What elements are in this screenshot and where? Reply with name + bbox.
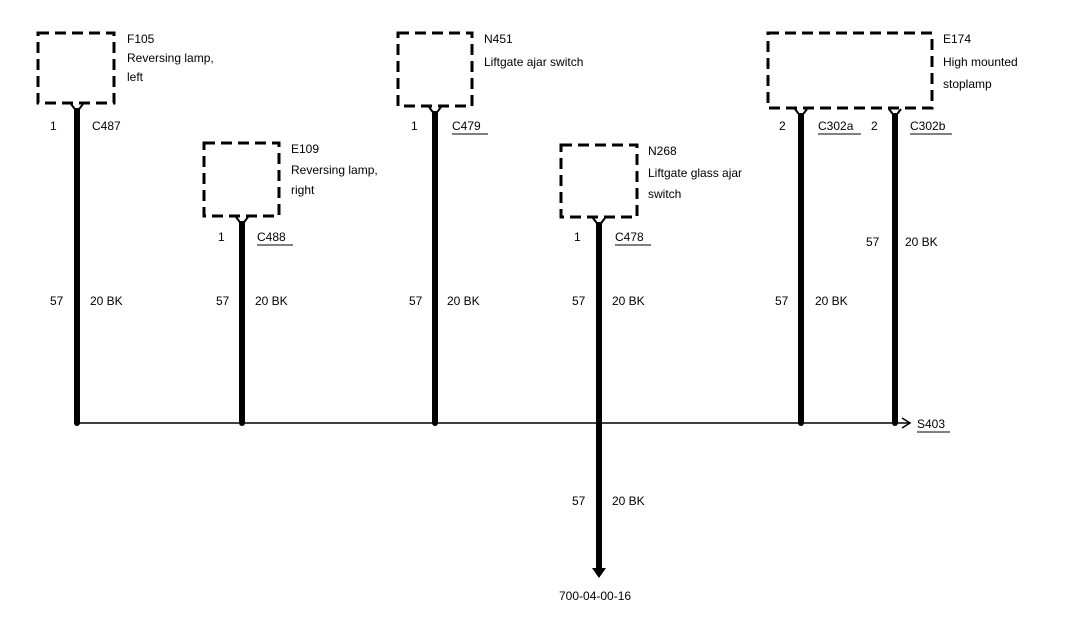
splice-label: S403 (917, 417, 945, 431)
circuit-c478: 57 (572, 294, 586, 308)
component-box-f105 (36, 31, 116, 105)
component-name-e109-line2: right (291, 183, 315, 197)
figure-code: 700-04-00-16 (559, 589, 631, 603)
circuit-c302b: 57 (866, 235, 880, 249)
splice-dot-c302b (892, 420, 898, 426)
gauge-color-c302a: 20 BK (815, 294, 848, 308)
component-id-e109: E109 (291, 142, 319, 156)
component-name-f105-line2: left (127, 70, 144, 84)
connector-c479: C479 (452, 119, 481, 133)
component-id-n451: N451 (484, 32, 513, 46)
component-name-n451-line1: Liftgate ajar switch (484, 55, 583, 69)
component-name-n268-line2: switch (648, 187, 681, 201)
connector-c487: C487 (92, 119, 121, 133)
connector-c302a: C302a (818, 119, 854, 133)
pin-c487: 1 (50, 119, 57, 133)
connector-arrow-c488 (235, 216, 249, 227)
connector-c488: C488 (257, 230, 286, 244)
component-name-e109-line1: Reversing lamp, (291, 163, 378, 177)
component-id-f105: F105 (127, 32, 155, 46)
splice-bus-arrow (901, 417, 912, 429)
connector-arrow-c479 (428, 106, 442, 117)
splice-dot-c487 (74, 420, 80, 426)
gauge-color-c487: 20 BK (90, 294, 123, 308)
circuit-c302a: 57 (775, 294, 789, 308)
gauge-color-c479: 20 BK (447, 294, 480, 308)
gauge-color-c478: 20 BK (612, 294, 645, 308)
component-id-e174: E174 (943, 32, 971, 46)
gauge-color-output: 20 BK (612, 494, 645, 508)
connector-c302b: C302b (910, 119, 946, 133)
circuit-c488: 57 (216, 294, 230, 308)
component-box-n268 (559, 143, 639, 219)
output-arrow (592, 568, 606, 578)
connector-arrow-c478 (592, 217, 606, 228)
splice-dot-c488 (239, 420, 245, 426)
pin-c302b: 2 (871, 119, 878, 133)
connector-arrow-c302a (794, 108, 808, 119)
component-name-e174-line1: High mounted (943, 55, 1018, 69)
component-box-e109 (202, 141, 281, 218)
circuit-c479: 57 (409, 294, 423, 308)
circuit-output: 57 (572, 494, 586, 508)
circuit-c487: 57 (50, 294, 64, 308)
splice-dot-c479 (432, 420, 438, 426)
gauge-color-c302b: 20 BK (905, 235, 938, 249)
pin-c302a: 2 (779, 119, 786, 133)
connector-arrow-c487 (70, 103, 84, 114)
connector-arrow-c302b (888, 108, 902, 119)
component-name-n268-line1: Liftgate glass ajar (648, 166, 742, 180)
component-box-n451 (396, 31, 474, 108)
gauge-color-c488: 20 BK (255, 294, 288, 308)
component-box-e174 (766, 31, 934, 110)
pin-c479: 1 (411, 119, 418, 133)
component-name-e174-line2: stoplamp (943, 77, 992, 91)
splice-dot-c302a (798, 420, 804, 426)
component-id-n268: N268 (648, 144, 677, 158)
pin-c478: 1 (574, 230, 581, 244)
pin-c488: 1 (218, 230, 225, 244)
connector-c478: C478 (615, 230, 644, 244)
component-name-f105-line1: Reversing lamp, (127, 51, 214, 65)
